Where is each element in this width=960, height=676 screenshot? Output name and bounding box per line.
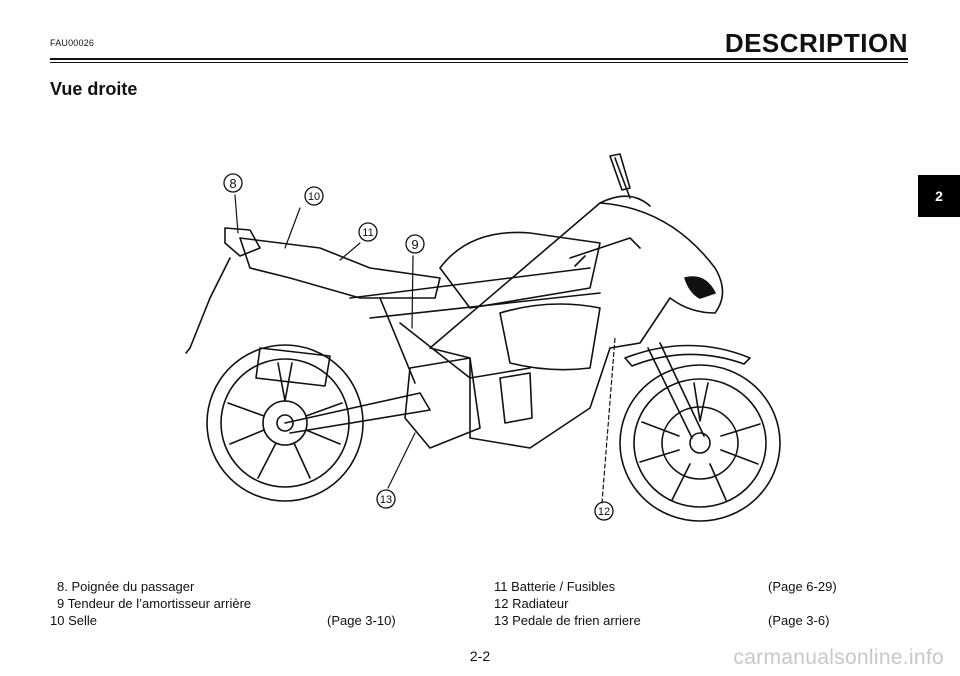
legend-right: 11 Batterie / Fusibles (Page 6-29) 12 Ra…: [494, 578, 854, 629]
legend-page-ref: (Page 6-29): [768, 579, 837, 594]
engine: [404, 357, 481, 449]
windscreen: [599, 195, 651, 207]
seat: [239, 237, 441, 299]
legend-item: 11 Batterie / Fusibles (Page 6-29): [494, 578, 854, 595]
front-wheel: [619, 364, 781, 522]
chapter-tab[interactable]: 2: [918, 175, 960, 217]
rear-shock: [379, 297, 416, 384]
radiator: [499, 372, 533, 424]
callout-8: 8: [223, 173, 243, 193]
fairing: [429, 202, 724, 449]
svg-text:13: 13: [380, 494, 392, 506]
swingarm: [284, 392, 431, 434]
legend-item: 13 Pedale de frien arriere (Page 3-6): [494, 612, 854, 629]
callout-9: 9: [405, 234, 425, 254]
svg-text:10: 10: [308, 191, 320, 203]
watermark: carmanualsonline.info: [733, 646, 944, 669]
svg-text:8: 8: [229, 176, 236, 191]
front-fork: [647, 342, 705, 439]
fuel-tank: [439, 231, 601, 309]
callout-10: 10: [304, 186, 324, 206]
legend-item: 10 Selle (Page 3-10): [50, 612, 407, 629]
passenger-grip: [224, 227, 261, 257]
callout-13: 13: [376, 489, 396, 509]
motorcycle-illustration: 8 10 11 9 13 12: [185, 153, 781, 522]
mirror: [609, 153, 631, 199]
svg-text:12: 12: [598, 506, 610, 518]
header-rule-thin: [50, 62, 908, 63]
page-subtitle: Vue droite: [50, 79, 138, 99]
legend-label: 12 Radiateur: [494, 596, 569, 611]
svg-text:9: 9: [411, 237, 418, 252]
callout-12: 12: [594, 501, 614, 521]
exhaust: [255, 347, 331, 387]
front-fender: [624, 344, 751, 367]
legend-label: 13 Pedale de frien arriere: [494, 613, 641, 628]
legend-item: 9 Tendeur de l’amortisseur arrière: [57, 595, 407, 612]
legend-label: 10 Selle: [50, 613, 97, 628]
legend-page-ref: (Page 3-6): [768, 613, 830, 628]
legend-label: 11 Batterie / Fusibles: [494, 579, 616, 594]
page-number: 2-2: [469, 648, 491, 664]
legend-label: 8. Poignée du passager: [57, 579, 195, 594]
side-panel: [499, 303, 601, 371]
callout-11: 11: [358, 222, 378, 242]
document-code: FAU00026: [50, 38, 95, 48]
headlight: [684, 276, 716, 299]
license-bracket: [185, 257, 231, 354]
header-rule: [50, 58, 908, 60]
legend-left: 8. Poignée du passager 9 Tendeur de l’am…: [50, 578, 407, 629]
svg-text:11: 11: [362, 227, 373, 239]
legend-page-ref: (Page 3-10): [327, 613, 396, 628]
legend-label: 9 Tendeur de l’amortisseur arrière: [57, 596, 252, 611]
legend-item: 12 Radiateur: [494, 595, 854, 612]
frame: [349, 267, 601, 379]
section-title: DESCRIPTION: [724, 28, 908, 58]
handlebar: [569, 237, 641, 267]
legend-item: 8. Poignée du passager: [57, 578, 407, 595]
